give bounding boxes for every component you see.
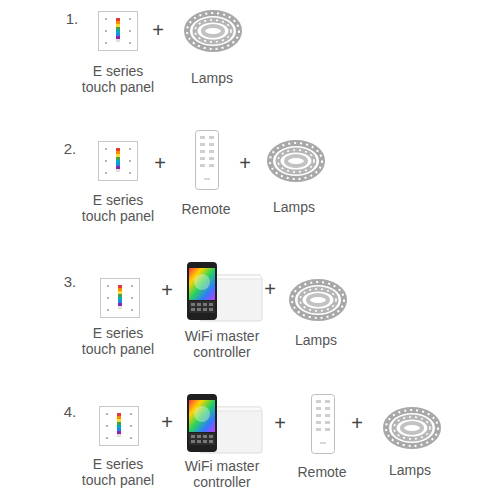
step-number: 3. <box>55 274 85 290</box>
product-caption: E series touch panel <box>75 325 161 357</box>
led-strip-icon <box>270 143 322 179</box>
plus-sign: + <box>258 278 282 300</box>
product-caption: E series touch panel <box>75 63 161 95</box>
wifi-controller-icon <box>187 394 262 453</box>
product-caption: WiFi master controller <box>179 328 265 360</box>
plus-sign: + <box>233 152 257 174</box>
remote-icon <box>196 131 219 190</box>
plus-sign: + <box>155 411 179 433</box>
touch-panel-icon <box>101 279 140 318</box>
product-caption: Lamps <box>264 199 324 215</box>
product-caption: Remote <box>287 464 357 480</box>
product-caption: Remote <box>171 201 241 217</box>
wifi-controller-icon <box>187 262 262 321</box>
plus-sign: + <box>345 412 369 434</box>
remote-icon <box>312 395 335 454</box>
plus-sign: + <box>148 152 172 174</box>
plus-sign: + <box>146 19 170 41</box>
product-caption: WiFi master controller <box>179 458 265 490</box>
step-number: 2. <box>55 141 85 157</box>
product-caption: E series touch panel <box>75 192 161 224</box>
led-strip-icon <box>187 13 239 49</box>
plus-sign: + <box>155 279 179 301</box>
product-caption: Lamps <box>380 462 440 478</box>
step-number: 4. <box>55 404 85 420</box>
plus-sign: + <box>268 412 292 434</box>
touch-panel-icon <box>100 407 139 446</box>
led-strip-icon <box>292 282 344 318</box>
led-strip-icon <box>386 410 438 446</box>
product-caption: Lamps <box>182 70 242 86</box>
product-caption: E series touch panel <box>75 456 161 488</box>
touch-panel-icon <box>99 12 138 51</box>
step-number: 1. <box>57 11 87 27</box>
product-caption: Lamps <box>286 332 346 348</box>
touch-panel-icon <box>99 142 138 181</box>
